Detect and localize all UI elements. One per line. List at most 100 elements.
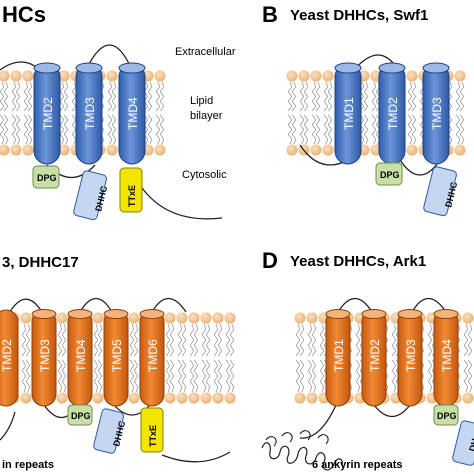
lipid-head	[406, 70, 418, 82]
lipid-tail	[363, 81, 369, 112]
helix-label: TMD2	[41, 97, 55, 130]
lipid-tail	[355, 323, 361, 357]
lipid-tail	[71, 81, 77, 112]
dhhc-label: DH	[467, 437, 474, 452]
loop	[85, 44, 133, 71]
lipid-tail	[411, 114, 417, 145]
helix-label: TMD1	[332, 339, 346, 372]
lipid-tail	[323, 81, 329, 112]
lipid-tail	[225, 323, 231, 357]
lipid-head	[188, 312, 200, 324]
lipid-head	[224, 312, 236, 324]
lipid-tail	[419, 323, 425, 357]
bilayer-label: bilayer	[190, 110, 223, 122]
lipid-tail	[427, 323, 433, 357]
lipid-head	[128, 312, 140, 324]
lipid-tail	[467, 359, 473, 393]
lipid-tail	[299, 323, 305, 357]
helix-tmd2: TMD2	[0, 309, 19, 407]
lipid-tail	[371, 114, 377, 145]
lipid-tail	[315, 114, 321, 145]
panel-d-letter: D	[262, 248, 278, 273]
lipid-tail	[455, 114, 461, 145]
helix-label: TMD5	[110, 339, 124, 372]
lipid-tail	[61, 359, 67, 393]
lipid-head	[212, 312, 224, 324]
lipid-tail	[61, 323, 67, 357]
helix-label: TMD3	[404, 339, 418, 372]
lipid-tail	[193, 323, 199, 357]
lipid-tail	[319, 359, 325, 393]
lipid-tail	[99, 114, 105, 145]
helix-tmd4: TMD4	[67, 309, 93, 407]
lipid-tail	[0, 81, 5, 112]
helix-label: TMD3	[430, 97, 444, 130]
lipid-tail	[155, 81, 161, 112]
lipid-tail	[315, 81, 321, 112]
lipid-tail	[467, 323, 473, 357]
lipid-head	[188, 392, 200, 404]
dpg-label: DPG	[380, 170, 400, 180]
lipid-head	[58, 144, 70, 156]
lipid-head	[224, 392, 236, 404]
lipid-tail	[205, 359, 211, 393]
helix-label: TMD2	[0, 339, 14, 372]
lipid-head	[58, 70, 70, 82]
lipid-tail	[311, 359, 317, 393]
c-terminus	[161, 451, 231, 463]
lipid-tail	[189, 323, 195, 357]
c-terminus	[133, 174, 223, 220]
lipid-tail	[303, 114, 309, 145]
lipid-tail	[181, 359, 187, 393]
lipid-tail	[11, 81, 17, 112]
dhhc-domain: DHHC	[423, 166, 459, 217]
lipid-head	[128, 392, 140, 404]
lipid-tail	[93, 323, 99, 357]
lipid-tail	[193, 359, 199, 393]
dpg-domain: DPG	[375, 162, 403, 186]
loop	[151, 297, 187, 313]
lipid-head	[454, 70, 466, 82]
lipid-tail	[23, 81, 29, 112]
lipid-head	[310, 70, 322, 82]
lipid-tail	[225, 359, 231, 393]
lipid-head	[164, 392, 176, 404]
lipid-tail	[97, 323, 103, 357]
lipid-tail	[213, 323, 219, 357]
lipid-tail	[359, 114, 365, 145]
lipid-head	[20, 312, 32, 324]
lipid-tail	[15, 81, 21, 112]
cytosolic-label: Cytosolic	[182, 169, 227, 181]
lipid-head	[294, 312, 306, 324]
dpg-label: DPG	[437, 411, 457, 421]
lipid-head	[0, 70, 10, 82]
lipid-tail	[165, 323, 171, 357]
lipid-tail	[71, 114, 77, 145]
lipid-tail	[311, 114, 317, 145]
lipid-head	[154, 144, 166, 156]
lipid-tail	[63, 81, 69, 112]
extracellular-label: Extracellular	[175, 46, 236, 58]
lipid-head	[298, 70, 310, 82]
ttxe-label: TTxE	[127, 185, 137, 207]
lipid-tail	[307, 323, 313, 357]
lipid-tail	[165, 359, 171, 393]
helix-tmd4: TMD4	[118, 62, 146, 165]
lipid-tail	[311, 81, 317, 112]
lipid-tail	[177, 323, 183, 357]
lipid-head	[164, 312, 176, 324]
lipid-tail	[459, 114, 465, 145]
lipid-tail	[57, 359, 63, 393]
lipid-tail	[447, 81, 453, 112]
helix-tmd2: TMD2	[361, 309, 387, 407]
lipid-tail	[181, 323, 187, 357]
panel-b: B Yeast DHHCs, Swf1 TMD1 TMD2 TMD3 DPG D…	[262, 2, 466, 217]
lipid-tail	[411, 81, 417, 112]
lipid-tail	[291, 81, 297, 112]
n-terminus	[299, 404, 337, 439]
lipid-tail	[111, 81, 117, 112]
dpg-domain: DPG	[67, 404, 93, 426]
panel-c-title: 3, DHHC17	[2, 254, 79, 271]
lipid-head	[200, 312, 212, 324]
